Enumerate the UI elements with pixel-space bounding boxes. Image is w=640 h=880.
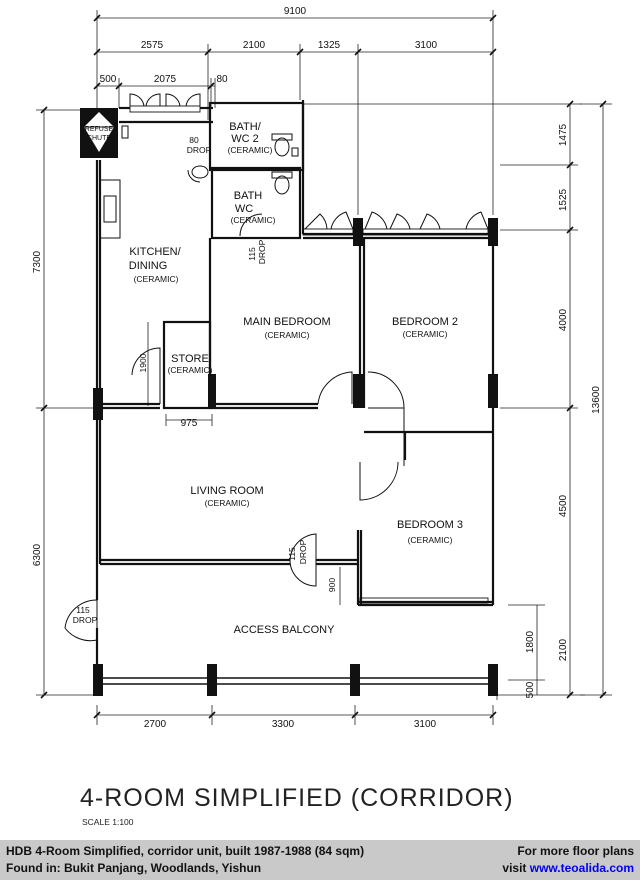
svg-text:4500: 4500: [558, 494, 569, 517]
svg-text:(CERAMIC): (CERAMIC): [231, 215, 276, 225]
svg-text:3100: 3100: [415, 40, 438, 51]
svg-text:DROP: DROP: [257, 239, 267, 264]
svg-text:DROP: DROP: [73, 615, 98, 625]
svg-text:REFUSE: REFUSE: [85, 126, 114, 133]
svg-text:80: 80: [216, 74, 228, 85]
svg-text:2075: 2075: [154, 74, 177, 85]
svg-text:4000: 4000: [558, 308, 569, 331]
drop-notes: 80 DROP 115 DROP 115 DROP 115 DROP 1900 …: [73, 135, 337, 625]
website-link[interactable]: www.teoalida.com: [529, 861, 634, 875]
floor-plan-drawing: REFUSE CHUTE BATH/ WC 2 (CERAMIC) BATH W…: [32, 6, 612, 730]
dimension-labels: 9100 2575 2100 1325 3100 500 2075 80 730…: [32, 6, 602, 730]
svg-text:BATH: BATH: [234, 190, 263, 202]
footer-more-plans: For more floor plans: [517, 844, 634, 858]
footer-description: HDB 4-Room Simplified, corridor unit, bu…: [6, 844, 365, 858]
svg-text:115: 115: [247, 247, 257, 261]
footer-visit: visit www.teoalida.com: [502, 861, 634, 875]
svg-text:2100: 2100: [243, 40, 266, 51]
svg-text:1475: 1475: [558, 123, 569, 146]
svg-text:500: 500: [100, 74, 117, 85]
windows: [129, 105, 489, 604]
footer-visit-label: visit: [502, 861, 527, 875]
svg-text:9100: 9100: [284, 6, 307, 17]
svg-text:ACCESS BALCONY: ACCESS BALCONY: [234, 624, 336, 636]
svg-text:BEDROOM 3: BEDROOM 3: [397, 519, 463, 531]
room-bath-wc: BATH WC (CERAMIC): [231, 190, 276, 225]
svg-text:WC: WC: [235, 203, 253, 215]
footer-locations: Found in: Bukit Panjang, Woodlands, Yish…: [6, 861, 262, 875]
room-access-balcony: ACCESS BALCONY: [234, 624, 336, 636]
svg-text:(CERAMIC): (CERAMIC): [228, 145, 273, 155]
dimension-ticks: [40, 14, 607, 719]
svg-text:115: 115: [76, 605, 90, 615]
svg-text:(CERAMIC): (CERAMIC): [134, 274, 179, 284]
walls: [95, 100, 495, 675]
svg-text:KITCHEN/: KITCHEN/: [129, 246, 181, 258]
svg-text:1525: 1525: [558, 188, 569, 211]
svg-text:(CERAMIC): (CERAMIC): [205, 498, 250, 508]
svg-text:MAIN BEDROOM: MAIN BEDROOM: [243, 316, 330, 328]
svg-text:BATH/: BATH/: [229, 121, 262, 133]
plan-title: 4-ROOM SIMPLIFIED (CORRIDOR): [80, 784, 514, 812]
svg-text:115: 115: [287, 547, 297, 561]
footer-bar: HDB 4-Room Simplified, corridor unit, bu…: [0, 840, 640, 880]
door-swings: [64, 93, 489, 642]
svg-text:975: 975: [181, 418, 198, 429]
structural-columns: [93, 218, 498, 696]
svg-text:LIVING ROOM: LIVING ROOM: [190, 485, 263, 497]
room-store: STORE (CERAMIC): [168, 353, 213, 375]
room-bath-wc2: BATH/ WC 2 (CERAMIC): [228, 121, 273, 155]
refuse-chute: [80, 108, 118, 158]
balcony-railing: [97, 677, 493, 685]
svg-text:WC 2: WC 2: [231, 133, 259, 145]
bathroom-fixtures: [191, 133, 299, 195]
svg-text:CHUTE: CHUTE: [87, 135, 111, 142]
svg-text:1800: 1800: [525, 630, 536, 653]
room-main-bedroom: MAIN BEDROOM (CERAMIC): [243, 316, 330, 340]
svg-text:DROP: DROP: [298, 539, 308, 564]
svg-text:(CERAMIC): (CERAMIC): [168, 365, 213, 375]
svg-text:(CERAMIC): (CERAMIC): [265, 330, 310, 340]
svg-text:80: 80: [189, 135, 199, 145]
plan-scale: SCALE 1:100: [82, 817, 134, 827]
svg-text:7300: 7300: [32, 250, 43, 273]
svg-text:2100: 2100: [558, 638, 569, 661]
svg-text:500: 500: [525, 681, 536, 698]
svg-text:6300: 6300: [32, 543, 43, 566]
refuse-chute-label: REFUSE CHUTE: [85, 126, 114, 142]
svg-text:(CERAMIC): (CERAMIC): [408, 535, 453, 545]
svg-text:BEDROOM 2: BEDROOM 2: [392, 316, 458, 328]
svg-text:STORE: STORE: [171, 353, 209, 365]
svg-text:900: 900: [327, 578, 337, 592]
svg-text:1325: 1325: [318, 40, 341, 51]
svg-text:DROP: DROP: [187, 145, 212, 155]
room-living: LIVING ROOM (CERAMIC): [190, 485, 263, 508]
svg-text:3300: 3300: [272, 719, 295, 730]
room-bedroom-3: BEDROOM 3 (CERAMIC): [397, 519, 463, 545]
svg-text:3100: 3100: [414, 719, 437, 730]
room-bedroom-2: BEDROOM 2 (CERAMIC): [392, 316, 458, 339]
room-kitchen-dining: KITCHEN/ DINING (CERAMIC): [129, 246, 182, 284]
dimension-lines: [36, 10, 612, 725]
svg-text:13600: 13600: [591, 386, 602, 414]
svg-text:2700: 2700: [144, 719, 167, 730]
svg-text:(CERAMIC): (CERAMIC): [403, 329, 448, 339]
kitchen-counter: [99, 125, 129, 239]
svg-text:1900: 1900: [138, 353, 148, 372]
svg-text:2575: 2575: [141, 40, 164, 51]
svg-text:DINING: DINING: [129, 260, 168, 272]
